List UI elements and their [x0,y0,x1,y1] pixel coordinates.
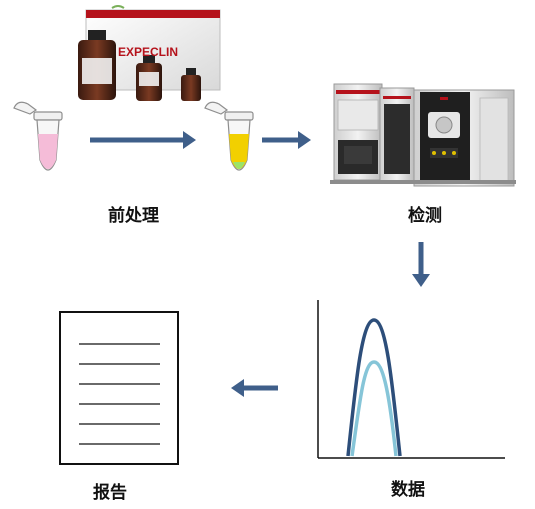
kit-brand-text: EXPECLIN [118,45,178,59]
arrow-tube-to-tube [90,131,196,149]
step-label-pretreatment: 前处理 [108,206,159,226]
step-label-data: 数据 [391,480,425,500]
step-label-report: 报告 [93,483,127,503]
step-label-detection: 检测 [408,206,442,226]
arrow-data-to-report [231,379,278,397]
analyzer-instrument-icon [330,83,516,187]
report-document-icon [59,311,179,465]
chromatogram-icon [317,300,505,459]
yellow-sample-tube-icon [204,101,254,171]
arrow-instrument-to-data [412,242,430,287]
arrow-tube-to-instrument [262,131,311,149]
pink-sample-tube-icon [13,101,63,171]
reagent-kit-icon [78,5,221,101]
